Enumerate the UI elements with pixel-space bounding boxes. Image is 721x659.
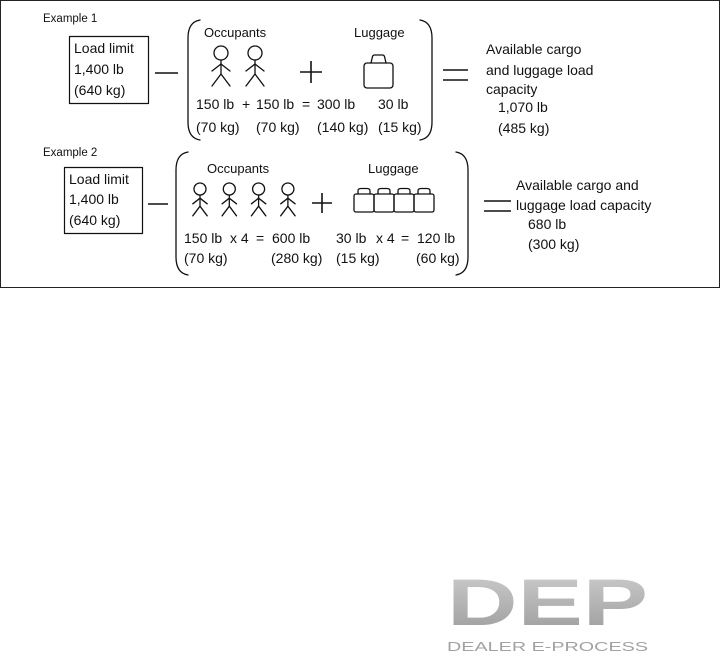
weight-lb: 300 lb: [317, 96, 356, 112]
weight-kg: (280 kg): [271, 250, 323, 266]
plus-sign: [300, 61, 322, 83]
occupant-icons: [192, 182, 296, 217]
load-limit-heading: Load limit: [74, 40, 134, 56]
left-bracket: [187, 19, 201, 141]
luggage-label: Luggage: [354, 25, 405, 40]
person-icon: [211, 45, 231, 87]
example-1: Example 1 Load limit 1,400 lb (640 kg) O…: [0, 0, 721, 289]
suitcase-icon: [413, 187, 435, 213]
weight-operator: =: [302, 96, 311, 112]
weight-lb: 150 lb: [184, 230, 223, 246]
load-limit-box: [63, 166, 144, 235]
example-title: Example 2: [43, 147, 98, 159]
person-icon: [280, 182, 296, 217]
load-limit-lb: 1,400 lb: [69, 191, 119, 207]
occupant-icons: [211, 45, 265, 87]
weight-lb: 150 lb: [196, 96, 235, 112]
weight-multiplier: x 4: [230, 230, 249, 246]
weight-kg: (15 kg): [378, 119, 422, 135]
right-bracket: [419, 19, 433, 141]
occupants-label: Occupants: [207, 161, 270, 176]
example-2: Example 2 Load limit 1,400 lb (640 kg) O…: [0, 0, 721, 289]
example-1-graphics: [68, 19, 468, 141]
luggage-icons: [353, 187, 435, 213]
weight-multiplier: x 4: [376, 230, 395, 246]
result-kg: (485 kg): [498, 120, 550, 136]
person-icon: [250, 182, 267, 217]
result-text: luggage load capacity: [516, 197, 652, 213]
suitcase-icon: [363, 54, 394, 89]
weight-kg: (70 kg): [256, 119, 300, 135]
example-title: Example 1: [43, 13, 98, 25]
person-icon: [192, 182, 208, 217]
load-limit-box: [68, 35, 150, 105]
weight-lb: 600 lb: [272, 230, 311, 246]
weight-lb: 30 lb: [378, 96, 409, 112]
plus-sign: [312, 193, 332, 213]
left-bracket: [175, 151, 189, 276]
result-kg: (300 kg): [528, 236, 580, 252]
load-limit-kg: (640 kg): [69, 212, 121, 228]
logo-wordmark: DEP: [447, 565, 648, 639]
person-icon: [245, 45, 265, 87]
weight-operator: =: [401, 230, 410, 246]
logo-tagline: DEALER E-PROCESS: [447, 639, 648, 654]
result-lb: 680 lb: [528, 216, 567, 232]
weight-kg: (60 kg): [416, 250, 460, 266]
occupants-label: Occupants: [204, 25, 267, 40]
weight-kg: (70 kg): [196, 119, 240, 135]
load-limit-lb: 1,400 lb: [74, 61, 124, 77]
load-limit-heading: Load limit: [69, 171, 129, 187]
result-text: capacity: [486, 81, 538, 97]
luggage-label: Luggage: [368, 161, 419, 176]
luggage-icons: [363, 54, 394, 89]
example-2-graphics: [63, 151, 511, 276]
weight-kg: (15 kg): [336, 250, 380, 266]
weight-kg: (70 kg): [184, 250, 228, 266]
equals-sign: [443, 69, 468, 81]
result-text: Available cargo and: [516, 177, 639, 193]
result-text: Available cargo: [486, 41, 582, 57]
diagram-frame: [0, 0, 720, 288]
load-limit-kg: (640 kg): [74, 82, 126, 98]
person-icon: [221, 182, 238, 217]
weight-lb: 120 lb: [417, 230, 456, 246]
equals-sign: [484, 200, 511, 212]
weight-lb: 150 lb: [256, 96, 295, 112]
weight-operator: +: [242, 96, 251, 112]
result-text: and luggage load: [486, 62, 594, 78]
result-lb: 1,070 lb: [498, 99, 548, 115]
dep-logo: DEP DEALER E-PROCESS: [447, 565, 648, 654]
weight-kg: (140 kg): [317, 119, 369, 135]
weight-operator: =: [256, 230, 265, 246]
right-bracket: [455, 151, 469, 276]
weight-lb: 30 lb: [336, 230, 367, 246]
